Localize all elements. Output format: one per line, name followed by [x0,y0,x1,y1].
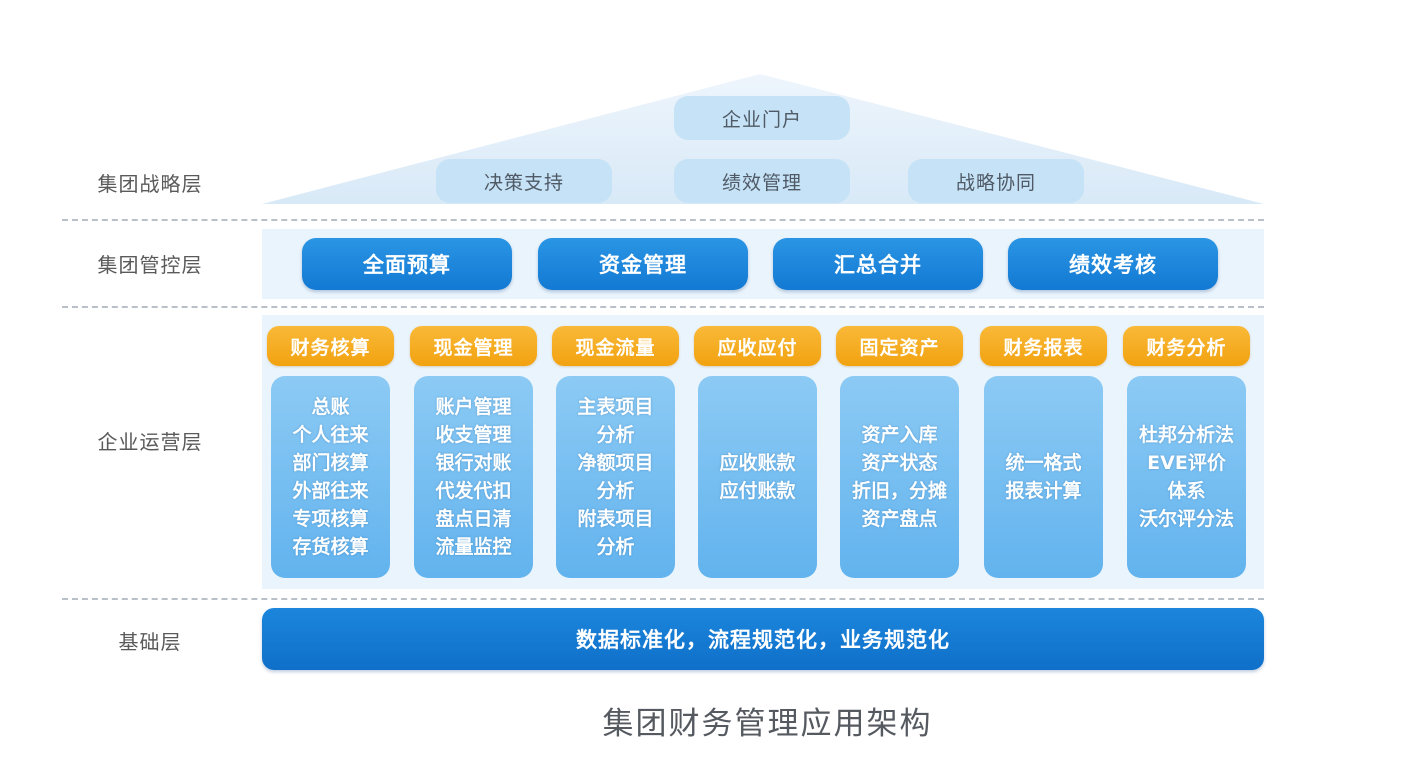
separator-strategy [62,219,1264,221]
module-line: 报表计算 [1005,480,1082,502]
module-line: 代发代扣 [435,480,512,502]
diagram-caption: 集团财务管理应用架构 [602,706,933,742]
strategy-item-decision: 决策支持 [436,159,612,203]
module-line: 专项核算 [292,508,369,530]
module-cash-management: 现金管理 账户管理 收支管理 银行对账 代发代扣 盘点日清 流量监控 [410,326,537,582]
module-line: 应付账款 [719,480,796,502]
module-body: 应收账款 应付账款 [698,376,817,578]
module-body: 统一格式 报表计算 [984,376,1103,578]
module-line: 流量监控 [435,536,512,558]
module-body: 杜邦分析法 EVE评价 体系 沃尔评分法 [1127,376,1246,578]
module-line: 资产状态 [861,452,938,474]
foundation-bar: 数据标准化，流程规范化，业务规范化 [262,608,1264,670]
module-line: 账户管理 [435,396,512,418]
module-line: 外部往来 [292,480,369,502]
module-line: 分析 [596,424,635,446]
layer-label-foundation: 基础层 [118,630,182,654]
module-receivable-payable: 应收应付 应收账款 应付账款 [694,326,821,582]
control-item-budget: 全面预算 [302,238,512,290]
module-body: 账户管理 收支管理 银行对账 代发代扣 盘点日清 流量监控 [414,376,533,578]
module-body: 主表项目 分析 净额项目 分析 附表项目 分析 [556,376,675,578]
module-line: 部门核算 [292,452,369,474]
module-line: 收支管理 [435,424,512,446]
module-title: 财务核算 [267,326,394,366]
module-body: 资产入库 资产状态 折旧，分摊 资产盘点 [840,376,959,578]
module-line: 应收账款 [719,452,796,474]
module-line: 附表项目 [577,508,654,530]
module-line: 资产入库 [861,424,938,446]
module-title: 财务报表 [980,326,1107,366]
separator-control [62,306,1264,308]
module-title: 财务分析 [1123,326,1250,366]
module-line: 存货核算 [292,536,369,558]
control-item-assessment: 绩效考核 [1008,238,1218,290]
module-accounting: 财务核算 总账 个人往来 部门核算 外部往来 专项核算 存货核算 [267,326,394,582]
module-line: 主表项目 [577,396,654,418]
module-financial-statements: 财务报表 统一格式 报表计算 [980,326,1107,582]
module-line: 杜邦分析法 [1138,424,1234,446]
module-title: 应收应付 [694,326,821,366]
module-line: 盘点日清 [435,508,512,530]
module-title: 现金流量 [552,326,679,366]
module-line: 个人往来 [292,424,369,446]
module-line: 资产盘点 [861,508,938,530]
module-line: 净额项目 [577,452,654,474]
module-line: 分析 [596,536,635,558]
module-line: 体系 [1167,480,1206,502]
module-title: 固定资产 [836,326,963,366]
module-fixed-assets: 固定资产 资产入库 资产状态 折旧，分摊 资产盘点 [836,326,963,582]
module-financial-analysis: 财务分析 杜邦分析法 EVE评价 体系 沃尔评分法 [1123,326,1250,582]
layer-label-operations: 企业运营层 [97,430,203,454]
control-item-funds: 资金管理 [538,238,748,290]
strategy-item-synergy: 战略协同 [908,159,1084,203]
module-cash-flow: 现金流量 主表项目 分析 净额项目 分析 附表项目 分析 [552,326,679,582]
module-line: 统一格式 [1005,452,1082,474]
module-line: 折旧，分摊 [851,480,947,502]
module-line: 银行对账 [435,452,512,474]
layer-label-control: 集团管控层 [97,253,203,277]
module-line: 沃尔评分法 [1138,508,1234,530]
module-title: 现金管理 [410,326,537,366]
strategy-portal: 企业门户 [674,96,850,140]
module-line: 总账 [311,396,350,418]
separator-operations [62,598,1264,600]
module-line: EVE评价 [1147,452,1226,474]
module-body: 总账 个人往来 部门核算 外部往来 专项核算 存货核算 [271,376,390,578]
module-line: 分析 [596,480,635,502]
control-item-consolidation: 汇总合并 [773,238,983,290]
layer-label-strategy: 集团战略层 [97,172,203,196]
strategy-item-performance: 绩效管理 [674,159,850,203]
